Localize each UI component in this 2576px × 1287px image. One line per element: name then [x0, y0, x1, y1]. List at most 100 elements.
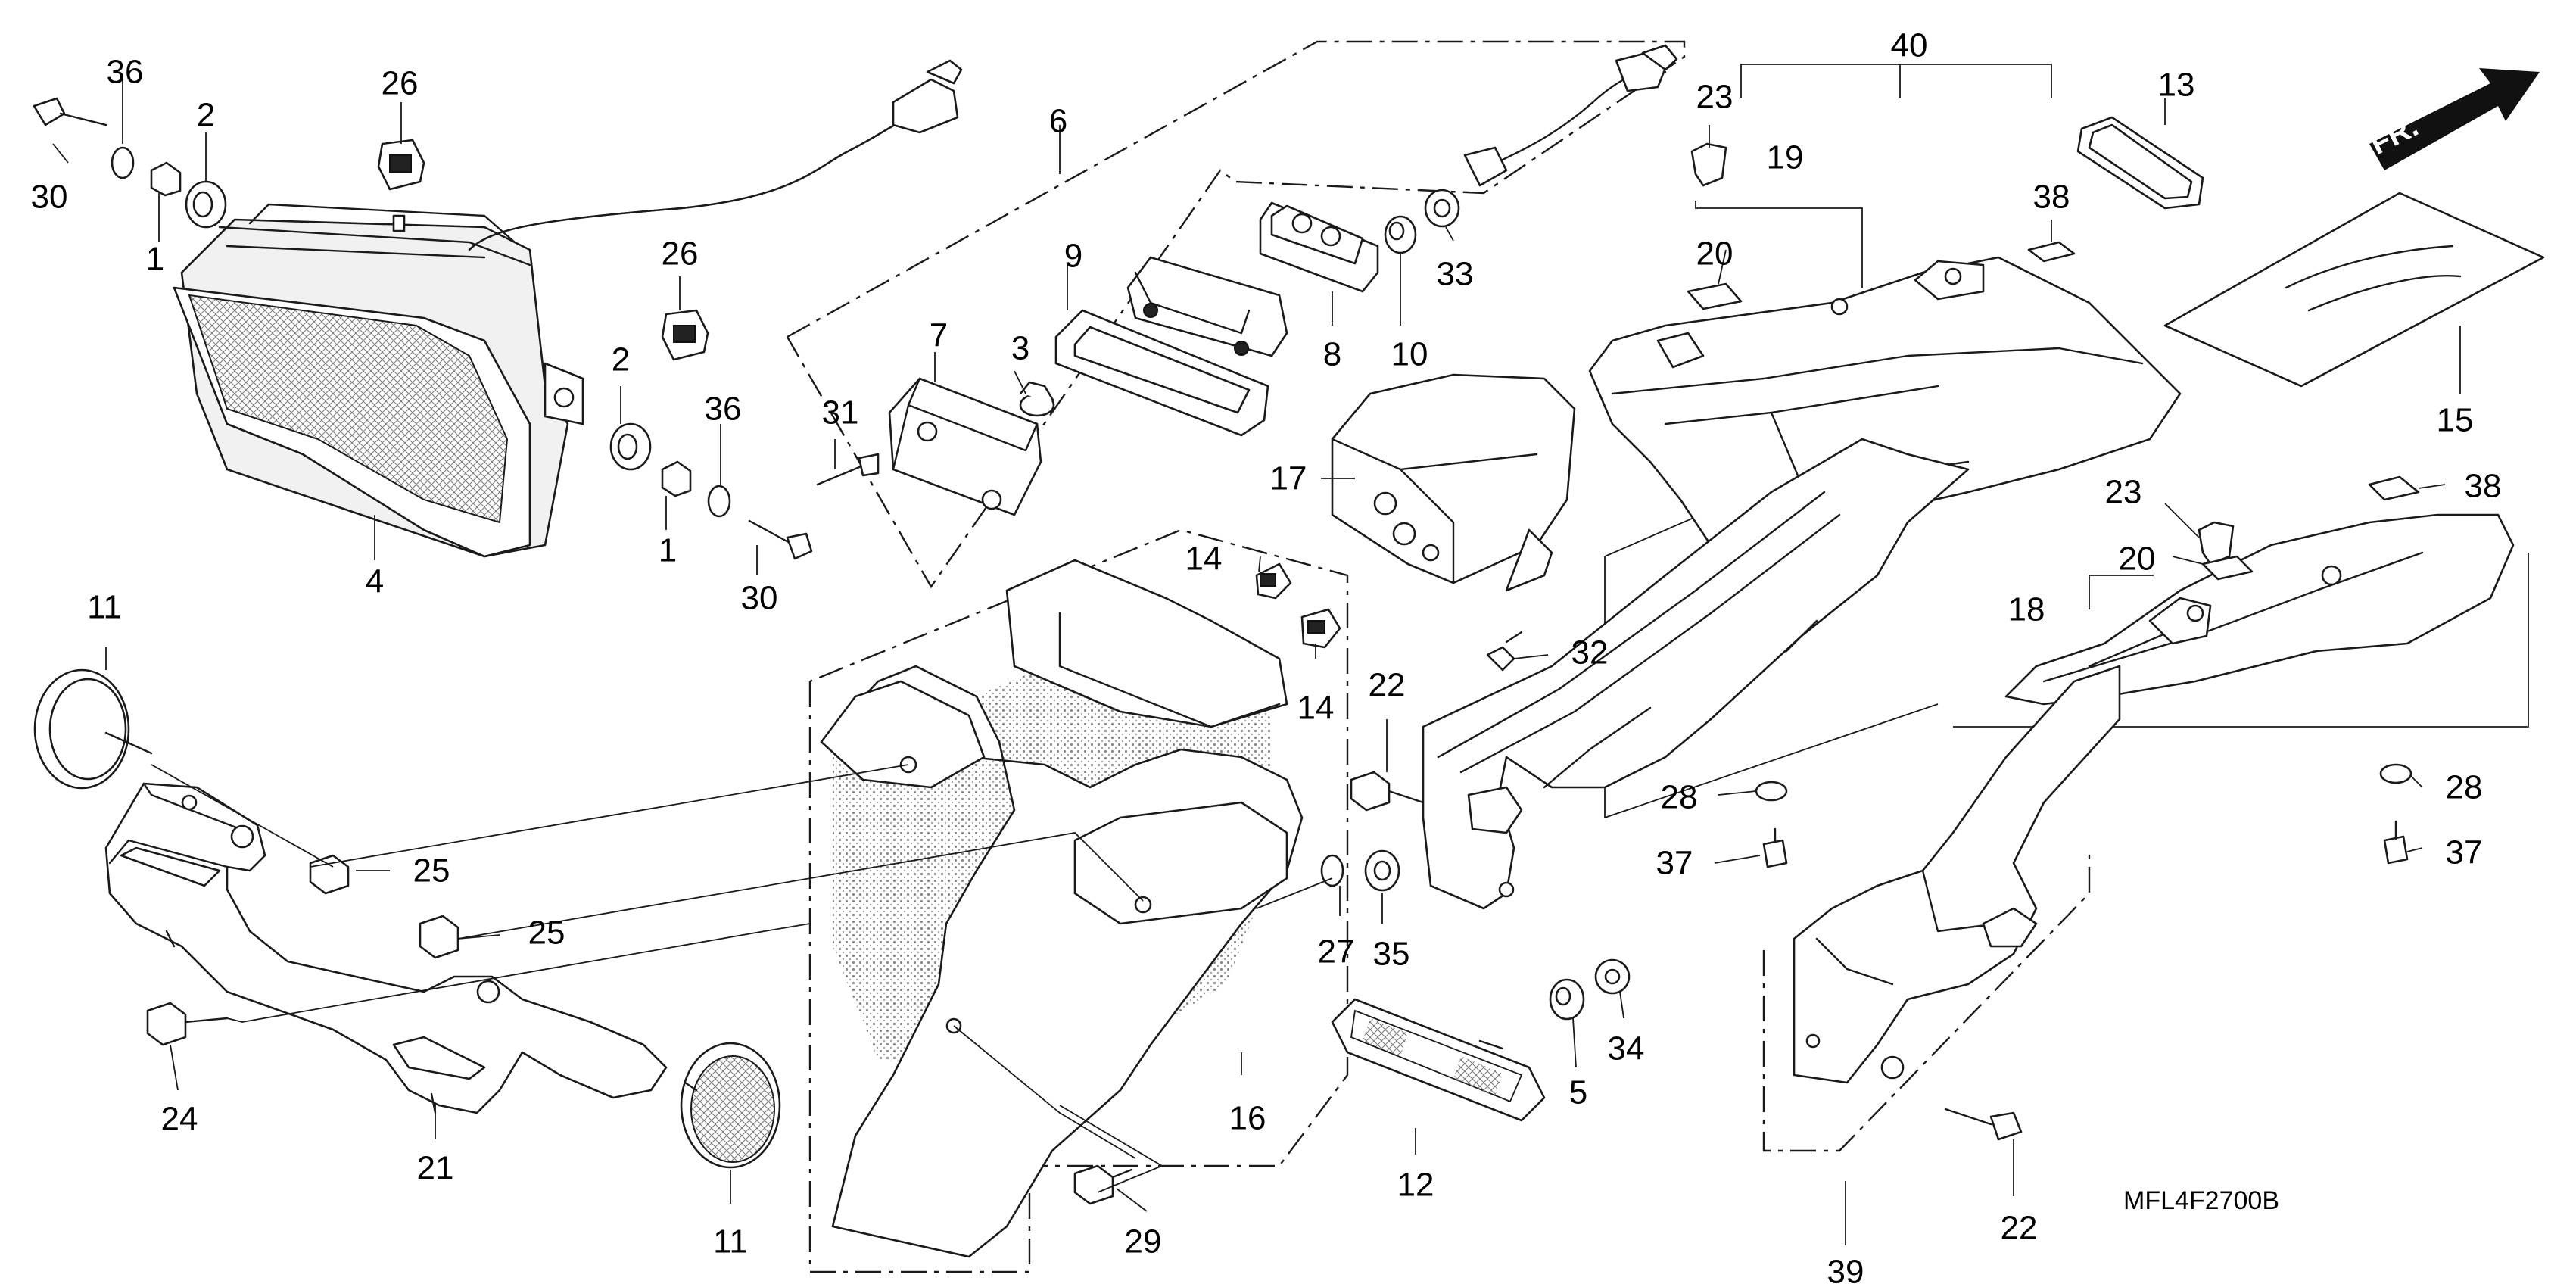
rear-cover-17 — [1331, 373, 1576, 592]
washer-28-left — [1755, 781, 1788, 802]
license-wire-harness — [1463, 44, 1678, 187]
bolt-22-lower — [1944, 1108, 2023, 1141]
callout-17: 17 — [1270, 460, 1307, 497]
screw-31 — [816, 453, 880, 486]
diagram-code: MFL4F2700B — [2123, 1186, 2279, 1215]
bolt-30-upper — [33, 97, 107, 126]
callout-14-lower: 14 — [1297, 690, 1335, 727]
callout-39: 39 — [1827, 1254, 1864, 1287]
front-marker-label: FR. — [2365, 110, 2423, 161]
callout-23-upper: 23 — [1696, 79, 1733, 116]
callout-4: 4 — [366, 563, 384, 600]
collar-5 — [1549, 978, 1585, 1021]
nut-25-lower — [419, 915, 459, 959]
callout-38-upper: 38 — [2033, 179, 2070, 216]
grommet-33 — [1424, 189, 1460, 228]
callout-12: 12 — [1397, 1167, 1434, 1204]
callout-7: 7 — [930, 317, 948, 354]
rear-rail-18 — [2004, 513, 2515, 706]
callout-28-right: 28 — [2446, 769, 2483, 806]
washer-28-right — [2379, 763, 2412, 784]
pad-20-upper — [1687, 282, 1743, 310]
clip-14-upper — [1255, 562, 1292, 600]
reflector-11-upper — [33, 668, 153, 790]
socket-base — [1126, 256, 1288, 357]
callout-38-lower: 38 — [2465, 468, 2502, 505]
callout-27: 27 — [1318, 933, 1355, 971]
callout-10: 10 — [1391, 336, 1428, 373]
rear-fender-19 — [1588, 256, 2182, 547]
callout-2-upper: 2 — [197, 97, 215, 134]
front-direction-arrow: FR. — [2365, 68, 2540, 170]
callout-31: 31 — [822, 394, 859, 432]
callout-labels: 30 36 2 1 26 26 4 2 36 1 30 6 9 7 3 31 8… — [31, 27, 2502, 1287]
washer-36-lower — [707, 485, 731, 518]
callout-25-lower: 25 — [528, 915, 565, 952]
callout-11-lower: 11 — [713, 1223, 748, 1261]
bolt-29 — [1073, 1164, 1133, 1205]
group-outline-39 — [1762, 848, 2091, 1152]
callout-25-upper: 25 — [413, 852, 450, 890]
collar-23-lower — [2198, 521, 2235, 566]
callout-18: 18 — [2008, 591, 2045, 628]
bolt-37-left — [1762, 827, 1788, 868]
collar-23-upper — [1690, 142, 1727, 187]
callout-5: 5 — [1569, 1074, 1587, 1111]
plate-bracket-21 — [104, 782, 668, 1114]
callout-26-lower: 26 — [662, 235, 699, 273]
callout-28-left: 28 — [1661, 779, 1698, 816]
nut-35 — [1364, 849, 1400, 892]
bolt-22-upper — [1350, 771, 1425, 812]
callout-30-upper: 30 — [31, 179, 68, 216]
collar-1-lower — [661, 460, 692, 497]
callout-1-upper: 1 — [146, 241, 164, 278]
tail-light-assembly — [173, 59, 963, 558]
callout-26-upper: 26 — [382, 65, 419, 102]
callout-34: 34 — [1608, 1030, 1645, 1067]
group-outline-18 — [1953, 553, 2529, 728]
clip-26-upper — [377, 139, 425, 191]
callout-8: 8 — [1323, 336, 1341, 373]
screw-32 — [1486, 631, 1523, 672]
clip-14-lower — [1300, 608, 1341, 649]
callout-20-lower: 20 — [2119, 541, 2156, 578]
callout-6: 6 — [1049, 103, 1067, 140]
clip-26-lower — [661, 309, 709, 361]
callout-32: 32 — [1571, 634, 1609, 672]
callout-1-lower: 1 — [659, 532, 677, 569]
rear-fender-extension — [1422, 438, 1970, 910]
bulb-3 — [1019, 381, 1055, 417]
callout-21: 21 — [417, 1150, 454, 1187]
callout-22-upper: 22 — [1369, 667, 1406, 704]
callout-36-lower: 36 — [705, 391, 742, 428]
callout-3: 3 — [1011, 330, 1029, 367]
tail-light-lens-pattern — [188, 294, 509, 524]
callout-14-upper: 14 — [1185, 541, 1223, 578]
pad-20-lower — [2201, 555, 2254, 581]
callout-11-upper: 11 — [87, 589, 122, 626]
grommet-2-lower — [609, 422, 652, 471]
callout-30-lower: 30 — [741, 580, 778, 617]
cover-8 — [1259, 201, 1379, 293]
callout-19: 19 — [1767, 139, 1804, 176]
callout-37-right: 37 — [2446, 834, 2483, 871]
collar-1-upper — [150, 161, 182, 197]
sheet-15 — [2163, 192, 2545, 388]
bolt-37-right — [2383, 820, 2409, 865]
license-light-lens-7 — [888, 377, 1042, 516]
bolt-24 — [146, 1002, 229, 1046]
gasket-9 — [1054, 309, 1269, 437]
grommet-2-upper — [185, 180, 227, 229]
callout-2-lower: 2 — [612, 341, 630, 379]
pad-38-upper — [2027, 241, 2076, 263]
callout-36-upper: 36 — [107, 54, 144, 91]
callout-24: 24 — [161, 1101, 198, 1138]
grommet-10 — [1384, 215, 1417, 254]
callout-29: 29 — [1125, 1223, 1162, 1261]
leader-lines — [52, 64, 2461, 1245]
callout-40: 40 — [1891, 27, 1928, 64]
callout-33: 33 — [1437, 256, 1474, 293]
callout-23-lower: 23 — [2105, 474, 2142, 511]
side-reflector-12 — [1331, 998, 1546, 1122]
